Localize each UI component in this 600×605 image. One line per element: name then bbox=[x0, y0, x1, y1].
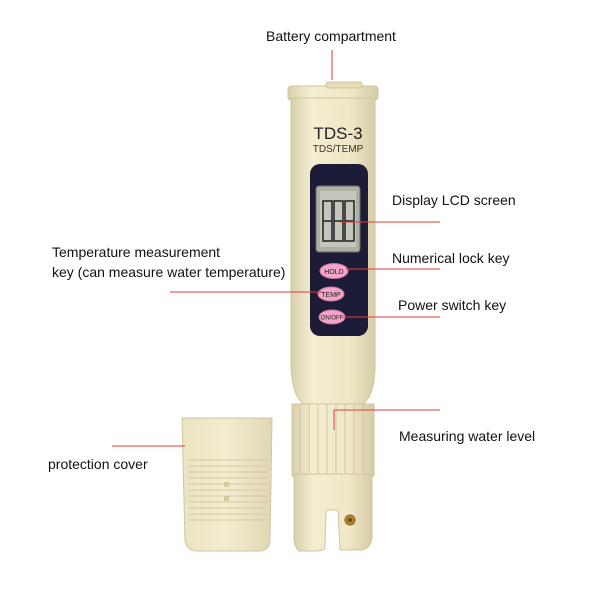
label-temperature-line1: Temperature measurement bbox=[52, 244, 221, 260]
label-temperature-key: Temperature measurement key (can measure… bbox=[52, 242, 285, 282]
protection-cover bbox=[181, 417, 273, 552]
temp-button: TEMP bbox=[317, 286, 345, 302]
label-numerical-lock: Numerical lock key bbox=[392, 250, 510, 266]
label-display-lcd: Display LCD screen bbox=[392, 192, 516, 208]
mode-label: TDS/TEMP bbox=[313, 144, 364, 155]
electrode-tip bbox=[293, 473, 373, 552]
temp-button-label: TEMP bbox=[321, 292, 341, 299]
power-button: ON/OFF bbox=[318, 309, 346, 325]
leader-lines bbox=[112, 50, 440, 447]
model-label: TDS-3 bbox=[313, 124, 362, 143]
hold-button: HOLD bbox=[319, 263, 349, 279]
probe-section bbox=[291, 403, 375, 477]
label-water-level: Measuring water level bbox=[399, 428, 536, 444]
label-battery-compartment: Battery compartment bbox=[266, 28, 396, 44]
label-temperature-line2: key (can measure water temperature) bbox=[52, 264, 286, 280]
lcd-screen bbox=[315, 185, 361, 253]
power-button-label: ON/OFF bbox=[321, 316, 344, 322]
hold-button-label: HOLD bbox=[324, 269, 343, 276]
label-protection-cover: protection cover bbox=[48, 456, 148, 472]
label-power-switch: Power switch key bbox=[398, 297, 507, 313]
leader-water-level bbox=[333, 409, 440, 430]
battery-compartment bbox=[287, 81, 379, 101]
